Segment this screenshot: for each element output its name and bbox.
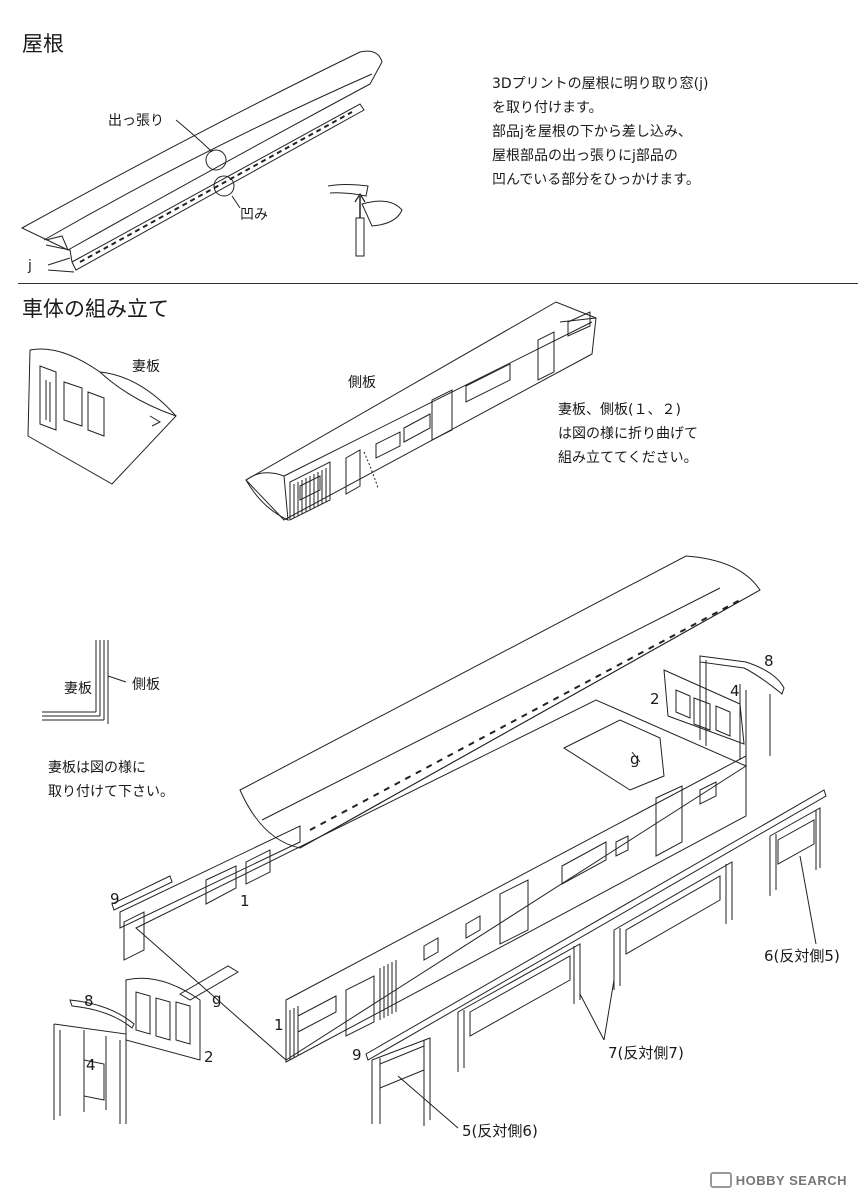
body-assembly-heading: 車体の組み立て [22, 297, 169, 321]
exploded-left-side [120, 826, 300, 960]
part-label-2: 2 [650, 690, 660, 708]
part-label-7: 7(反対側7) [608, 1044, 684, 1062]
roof-heading: 屋根 [22, 32, 64, 56]
inset-instructions: 妻板は図の様に 取り付けて下さい。 [48, 756, 174, 804]
part-label-1: 1 [274, 1016, 284, 1034]
exploded-lower-sides [112, 790, 826, 1126]
body-instruction-line: 妻板、側板(１、２) [558, 402, 681, 418]
roof-instructions: 3Dプリントの屋根に明り取り窓(j) を取り付けます。 部品jを屋根の下から差し… [492, 72, 709, 192]
body-instruction-line: は図の様に折り曲げて [558, 426, 698, 442]
inset-label-end-panel: 妻板 [64, 681, 92, 697]
exploded-right-end [664, 656, 784, 764]
roof-instruction-line: 部品jを屋根の下から差し込み、 [492, 124, 692, 140]
watermark: HOBBY SEARCH [709, 1172, 847, 1188]
roof-instruction-line: を取り付けます。 [492, 100, 603, 116]
side-panel-drawing [246, 302, 596, 520]
part-label-1: 1 [240, 892, 250, 910]
roof-instruction-line: 屋根部品の出っ張りにj部品の [492, 148, 678, 164]
hook-detail-drawing [328, 185, 402, 257]
inset-instruction-line: 妻板は図の様に [48, 760, 146, 776]
part-label-5: 5(反対側6) [462, 1122, 538, 1140]
body-instruction-line: 組み立ててください。 [558, 450, 698, 466]
part-label-8: 8 [764, 652, 774, 670]
label-side-panel: 側板 [348, 375, 376, 391]
part-label-4: 4 [86, 1056, 96, 1074]
part-label-9: 9 [352, 1046, 362, 1064]
section-divider [18, 283, 858, 284]
part-label-4: 4 [730, 682, 740, 700]
end-panel-drawing [28, 349, 176, 484]
exploded-left-end [54, 978, 200, 1124]
roof-instruction-line: 凹んでいる部分をひっかけます。 [492, 172, 700, 188]
body-instructions: 妻板、側板(１、２) は図の様に折り曲げて 組み立ててください。 [558, 398, 698, 470]
part-label-g: g [630, 750, 640, 768]
exploded-roof [240, 556, 760, 848]
corner-detail-inset [42, 640, 126, 724]
label-end-panel: 妻板 [132, 359, 160, 375]
label-part-j: j [28, 258, 32, 274]
roof-part-drawing [22, 51, 382, 272]
label-recess: 凹み [240, 207, 268, 223]
roof-instruction-line: 3Dプリントの屋根に明り取り窓(j) [492, 76, 709, 92]
leader-lines [398, 752, 816, 1128]
label-protrusion: 出っ張り [108, 113, 164, 129]
exploded-floor-side-1 [136, 700, 746, 1062]
watermark-text: HOBBY SEARCH [735, 1172, 847, 1188]
part-label-6: 6(反対側5) [764, 947, 840, 965]
part-label-9: 9 [110, 890, 120, 908]
part-label-g: g [212, 990, 222, 1008]
inset-instruction-line: 取り付けて下さい。 [48, 784, 174, 800]
hobby-search-logo-icon [709, 1172, 732, 1188]
inset-label-side-panel: 側板 [132, 677, 160, 693]
part-label-2: 2 [204, 1048, 214, 1066]
part-label-8: 8 [84, 992, 94, 1010]
